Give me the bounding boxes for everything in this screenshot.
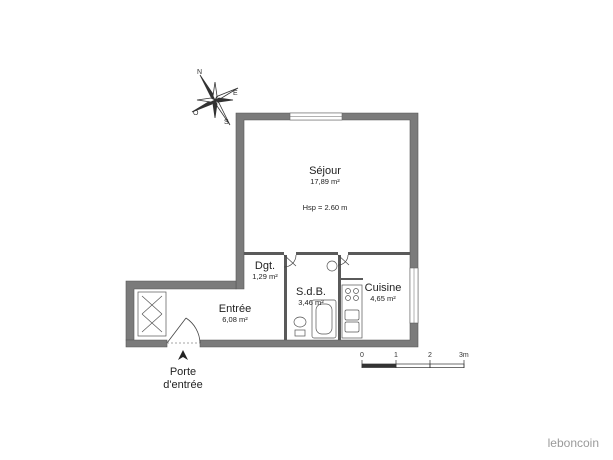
door-swings (283, 254, 350, 268)
scale-tick-0: 0 (360, 352, 364, 359)
room-sdb-area: 3,46 m² (298, 297, 324, 307)
scale-tick-3: 3m (459, 352, 469, 359)
compass-south-label: S (224, 119, 229, 126)
room-sejour-name: Séjour (309, 165, 341, 177)
exterior-walls (125, 112, 419, 348)
compass-rose-icon: N E S O (191, 69, 239, 126)
scale-tick-2: 2 (428, 352, 432, 359)
room-dgt-label: Dgt. 1,29 m² (240, 260, 290, 281)
compass-west-label: O (193, 110, 199, 117)
bathroom-fixtures (293, 260, 338, 339)
room-sejour-label: Séjour 17,89 m² (280, 165, 370, 186)
kitchen-fixtures (341, 284, 363, 339)
watermark-logo: leboncoin (547, 436, 599, 450)
room-entree-area: 6,08 m² (222, 314, 248, 324)
interior-walls (244, 252, 410, 340)
scale-tick-1: 1 (394, 352, 398, 359)
room-entree-name: Entrée (218, 303, 252, 315)
room-sdb-name: S.d.B. (296, 286, 326, 298)
room-cuisine-area: 4,65 m² (370, 293, 396, 303)
room-sejour-height: Hsp = 2.60 m (302, 203, 348, 212)
scale-bar (361, 360, 465, 368)
entry-closet (137, 291, 167, 337)
entrance-arrow-icon (178, 350, 188, 360)
room-sdb-label: S.d.B. 3,46 m² (288, 286, 334, 307)
room-cuisine-label: Cuisine 4,65 m² (358, 282, 408, 303)
entrance-label: Porte d'entrée (150, 366, 216, 391)
compass-north-label: N (197, 69, 202, 76)
room-entree-label: Entrée 6,08 m² (205, 303, 265, 324)
entrance-door (166, 317, 201, 344)
compass-east-label: E (233, 90, 238, 97)
room-dgt-area: 1,29 m² (252, 271, 278, 281)
room-dgt-name: Dgt. (254, 260, 276, 272)
entrance-label-line2: d'entrée (163, 378, 203, 391)
room-cuisine-name: Cuisine (364, 282, 402, 294)
windows (289, 112, 419, 324)
room-sejour-area: 17,89 m² (310, 176, 340, 186)
entrance-label-line1: Porte (169, 366, 197, 378)
